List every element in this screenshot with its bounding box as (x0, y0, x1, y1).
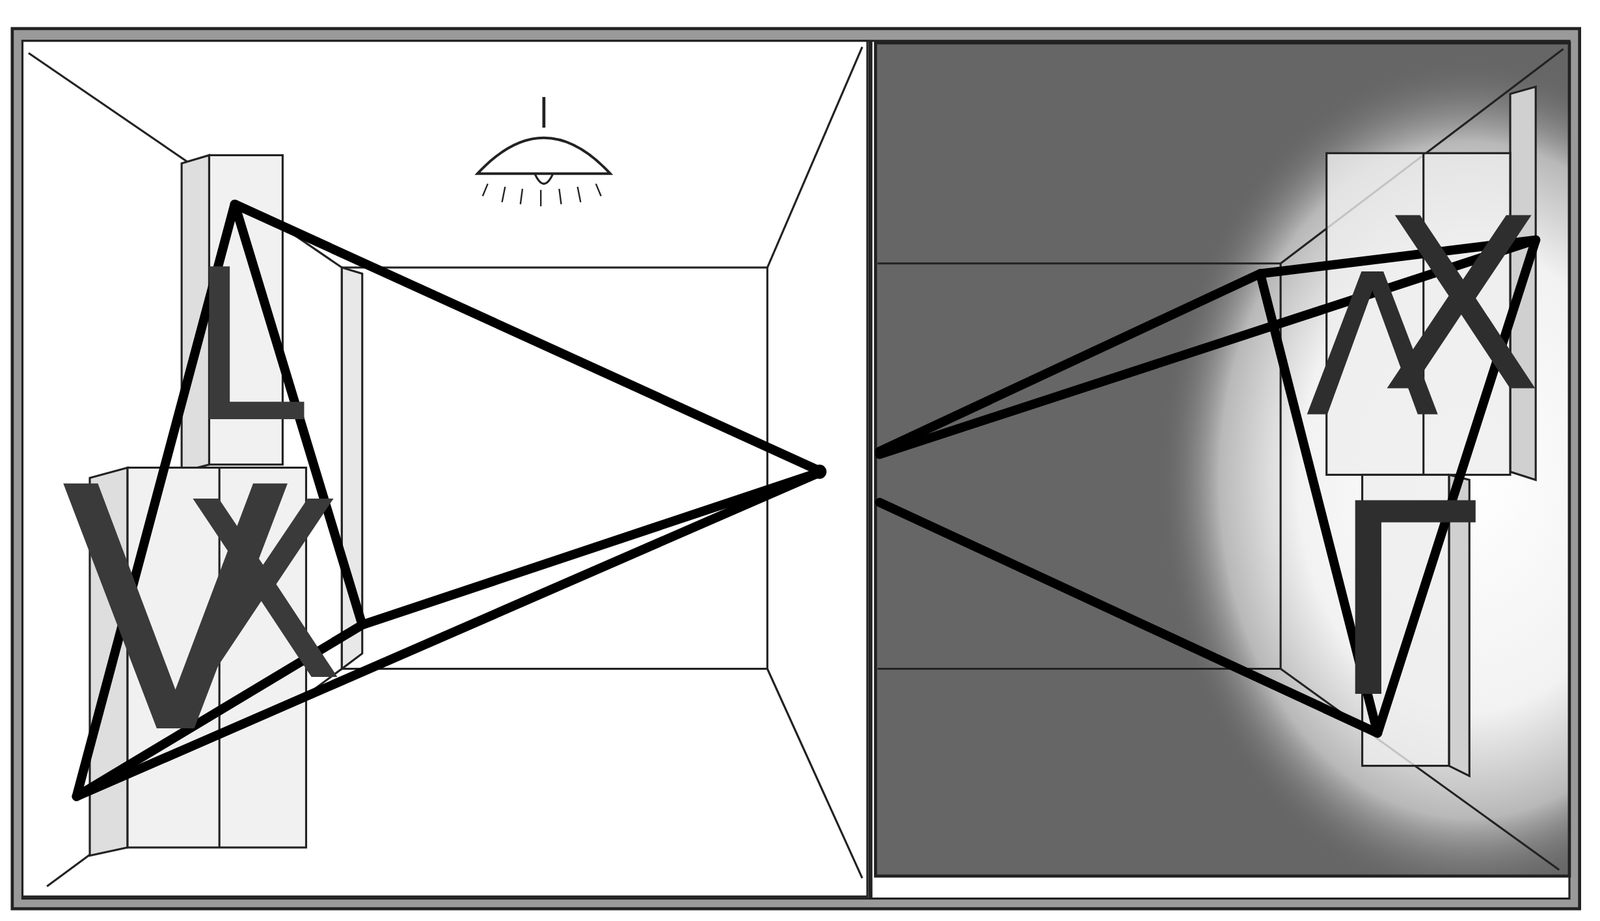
wall-letter: X (177, 469, 346, 715)
wall-letter: Γ (1329, 469, 1478, 735)
wall-letter: X (1380, 187, 1543, 425)
wall-letter: L (188, 242, 306, 452)
